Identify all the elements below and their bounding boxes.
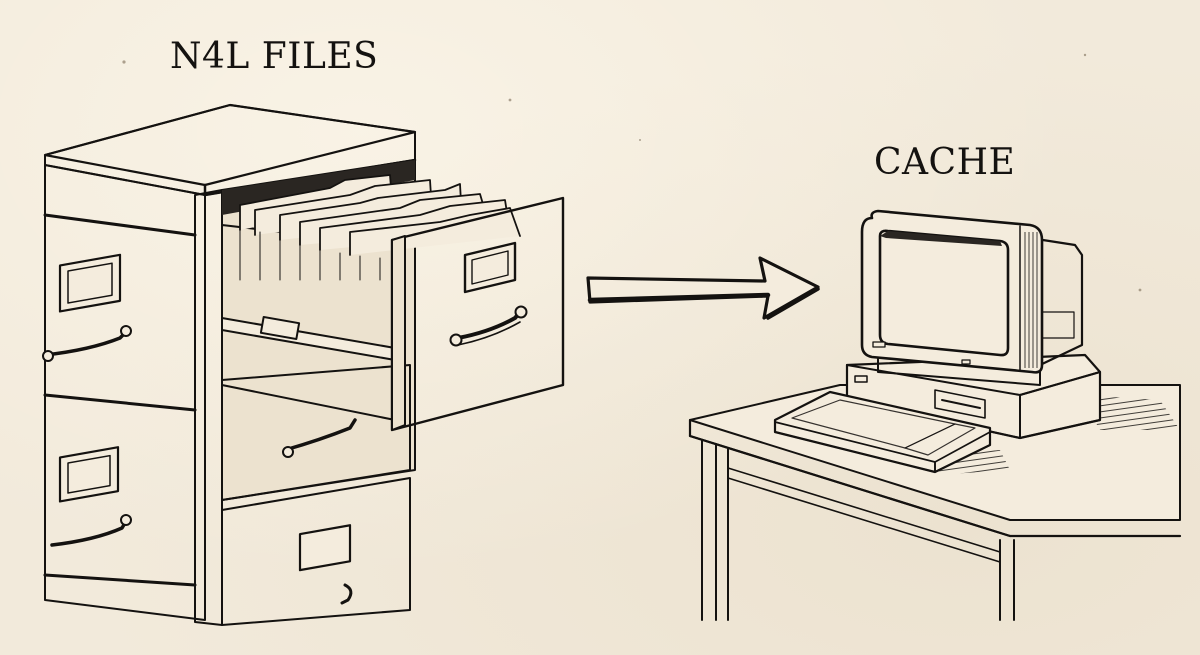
paper-specks xyxy=(122,53,1142,292)
cache-label: CACHE xyxy=(874,142,1016,183)
retro-computer-icon xyxy=(773,209,1102,474)
n4l-files-label: N4L FILES xyxy=(170,36,379,77)
keyboard-icon xyxy=(773,390,992,474)
arrow-right-icon xyxy=(586,256,820,320)
filing-cabinet-icon xyxy=(42,103,565,626)
file-folders xyxy=(239,174,521,281)
